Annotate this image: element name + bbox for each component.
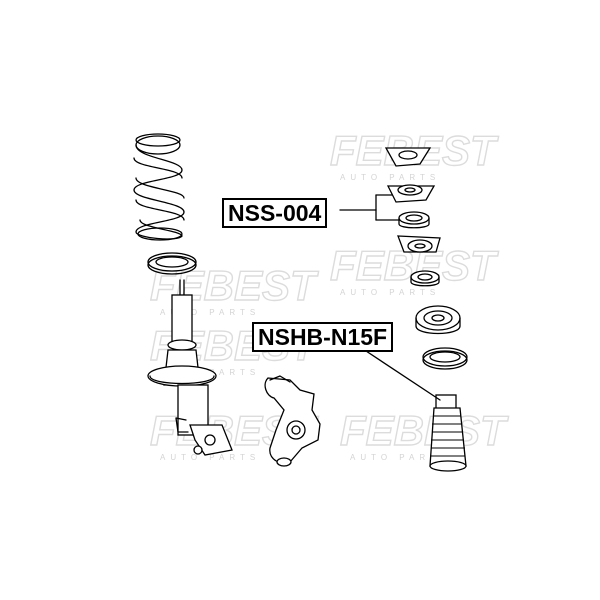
part-number-nss-004[interactable]: NSS-004 [222,198,328,228]
bump-ring [410,270,440,287]
watermark-sub: AUTO PARTS [340,288,440,297]
lower-mount [397,235,441,253]
strut-mount [386,184,436,203]
coil-spring [133,133,185,241]
leader-lines [339,194,441,401]
lower-spring-seat [147,252,197,275]
spring-insulator [422,347,468,370]
strut-bearing [398,211,430,229]
watermark-brand: FEBEST [340,407,509,454]
watermark-sub: AUTO PARTS [340,173,440,182]
upper-spring-seat [415,305,461,335]
shock-boot [429,394,467,472]
steering-knuckle [264,375,321,467]
watermark: FEBEST AUTO PARTS [339,406,509,462]
watermark-sub: AUTO PARTS [350,453,450,462]
top-mount-plate [384,147,432,167]
part-number-nshb-n15f[interactable]: NSHB-N15F [252,322,394,352]
strut-assembly [147,279,233,456]
watermark-sub: AUTO PARTS [160,453,260,462]
watermark-sub: AUTO PARTS [160,308,260,317]
